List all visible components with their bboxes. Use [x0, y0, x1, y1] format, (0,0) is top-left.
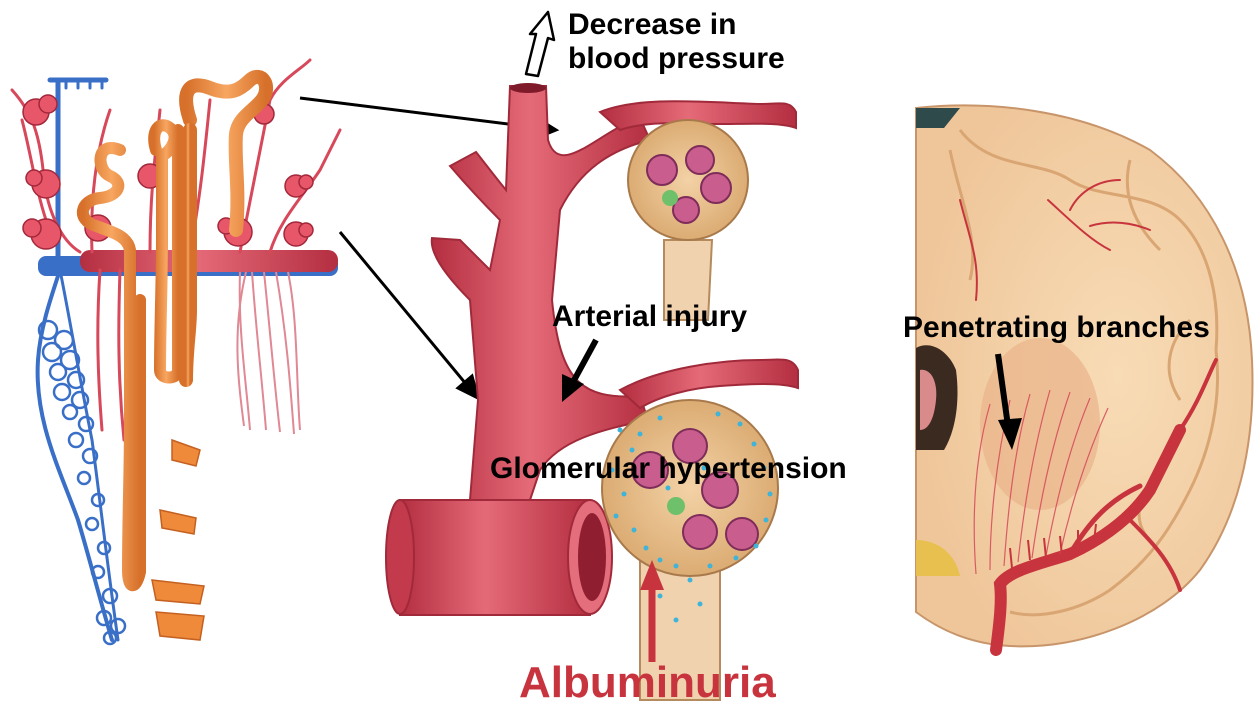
penetrating-branches-label: Penetrating branches	[903, 311, 1210, 345]
decrease-label-line1: Decrease in	[568, 8, 785, 42]
nephron-illustration	[12, 60, 340, 644]
decrease-blood-pressure-label: Decrease in blood pressure	[568, 8, 785, 75]
decrease-arrow-icon	[526, 12, 554, 76]
decrease-label-line2: blood pressure	[568, 42, 785, 76]
artery-illustration	[386, 83, 798, 700]
glomerulus-normal	[628, 120, 748, 320]
vasa-recta	[237, 272, 300, 434]
albuminuria-label: Albuminuria	[519, 658, 776, 707]
arterial-injury-label: Arterial injury	[552, 300, 747, 334]
renal-tubules	[83, 77, 266, 620]
large-artery-segment	[400, 500, 590, 615]
glomerular-hypertension-label: Glomerular hypertension	[490, 452, 847, 486]
brain-section	[916, 105, 1253, 650]
horizontal-artery	[80, 250, 338, 272]
glomerulus-hypertensive	[602, 400, 778, 700]
